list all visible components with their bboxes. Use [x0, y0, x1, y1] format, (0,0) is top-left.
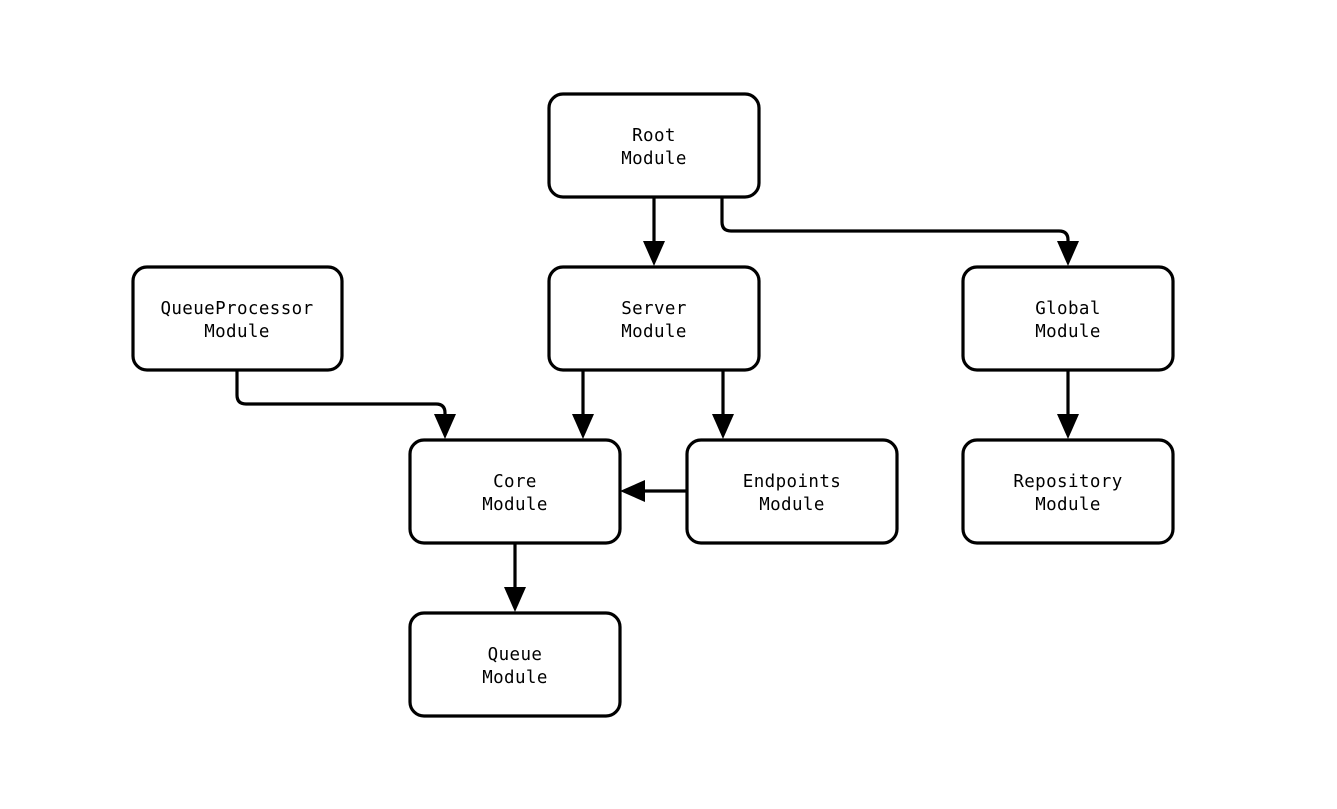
- node-box[interactable]: [547, 92, 761, 199]
- edge-server-to-core: [572, 370, 594, 439]
- arrow-head-icon: [504, 587, 526, 612]
- node-label-line2: Module: [204, 322, 270, 342]
- arrow-head-icon: [572, 414, 594, 439]
- arrow-head-icon: [434, 414, 456, 439]
- arrow-head-icon: [643, 241, 665, 266]
- node-box[interactable]: [961, 438, 1175, 545]
- edge-root-to-server: [643, 197, 665, 266]
- edge-global-to-repository: [1057, 370, 1079, 439]
- arrow-head-icon: [620, 480, 645, 502]
- node-core-module[interactable]: Core Module: [408, 438, 622, 545]
- edge-layer: [235, 197, 1079, 612]
- node-box[interactable]: [131, 265, 344, 372]
- node-box[interactable]: [685, 438, 899, 545]
- arrow-head-icon: [1057, 241, 1079, 266]
- edge-queueprocessor-to-core: [235, 370, 456, 439]
- node-label-line2: Module: [759, 495, 825, 515]
- node-box[interactable]: [961, 265, 1175, 372]
- node-label-line1: Queue: [488, 645, 543, 665]
- node-label-line2: Module: [482, 668, 548, 688]
- edge-line: [235, 370, 447, 423]
- node-layer: Root Module QueueProcessor Module Server…: [131, 92, 1175, 718]
- node-label-line1: Repository: [1013, 472, 1122, 492]
- node-label-line2: Module: [1035, 495, 1101, 515]
- edge-root-to-global: [720, 197, 1079, 266]
- arrow-head-icon: [712, 414, 734, 439]
- node-global-module[interactable]: Global Module: [961, 265, 1175, 372]
- node-label-line1: Core: [493, 472, 537, 492]
- node-label-line1: Root: [632, 126, 676, 146]
- arrow-head-icon: [1057, 414, 1079, 439]
- node-endpoints-module[interactable]: Endpoints Module: [685, 438, 899, 545]
- node-label-line2: Module: [621, 149, 687, 169]
- edge-core-to-queue: [504, 543, 526, 612]
- edge-line: [720, 197, 1070, 250]
- node-label-line2: Module: [1035, 322, 1101, 342]
- node-queueprocessor-module[interactable]: QueueProcessor Module: [131, 265, 344, 372]
- edge-endpoints-to-core: [620, 480, 687, 502]
- node-label-line1: Server: [621, 299, 687, 319]
- node-server-module[interactable]: Server Module: [547, 265, 761, 372]
- node-label-line2: Module: [621, 322, 687, 342]
- node-repository-module[interactable]: Repository Module: [961, 438, 1175, 545]
- node-box[interactable]: [547, 265, 761, 372]
- node-root-module[interactable]: Root Module: [547, 92, 761, 199]
- node-label-line1: Endpoints: [743, 472, 841, 492]
- node-label-line1: QueueProcessor: [160, 299, 313, 319]
- node-box[interactable]: [408, 611, 622, 718]
- node-label-line1: Global: [1035, 299, 1101, 319]
- node-label-line2: Module: [482, 495, 548, 515]
- edge-server-to-endpoints: [712, 370, 734, 439]
- node-box[interactable]: [408, 438, 622, 545]
- node-queue-module[interactable]: Queue Module: [408, 611, 622, 718]
